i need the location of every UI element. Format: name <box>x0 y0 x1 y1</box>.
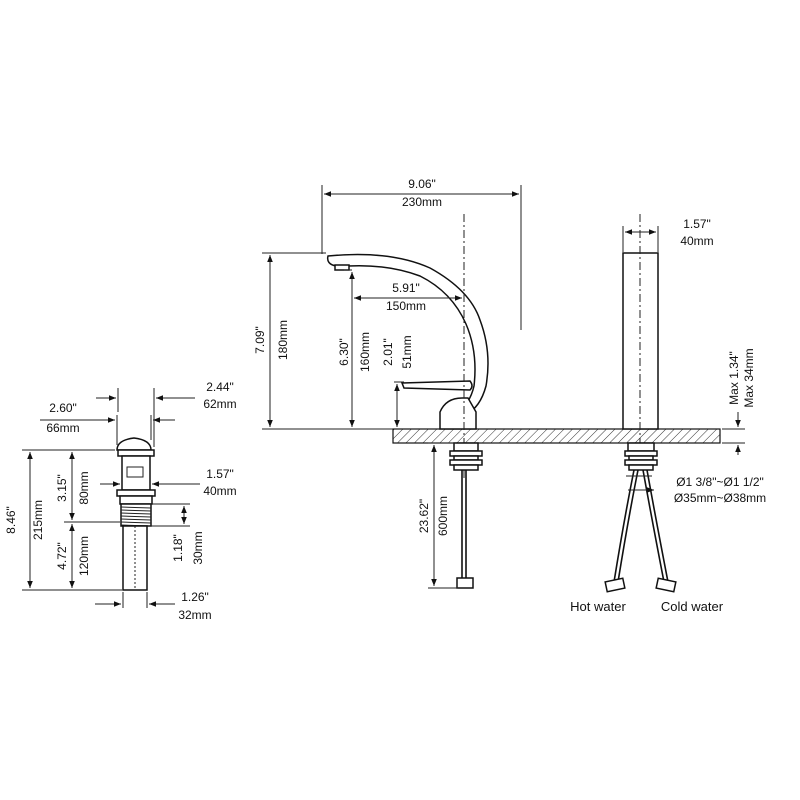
spout-offset-in: 5.91" <box>392 281 420 295</box>
faucet-drawing: 9.06" 230mm 7.09" 180mm 6.30" 160mm 5.91… <box>253 177 721 589</box>
faucet-base <box>439 397 477 430</box>
drain-cap <box>116 437 152 451</box>
hole-dia-in: Ø1 3/8"~Ø1 1/2" <box>676 475 764 489</box>
deck-max-in: Max 1.34" <box>727 351 741 405</box>
hot-hose <box>613 469 635 583</box>
side-view-drawing: 1.57" 40mm Max 1.34" Max 34mm Ø1 3/8"~Ø1… <box>570 214 766 614</box>
faucet-height-mm: 180mm <box>276 320 290 360</box>
drain-drawing: 8.46" 215mm 3.15" 80mm 4.72" 120mm 2.60"… <box>4 380 237 622</box>
cold-hose-nut <box>655 577 677 593</box>
drain-lower-in: 4.72" <box>55 542 69 570</box>
drain-height-mm: 215mm <box>31 500 45 540</box>
faucet-handle <box>400 380 473 391</box>
spout-height-mm: 160mm <box>358 332 372 372</box>
cold-water-label: Cold water <box>661 599 724 614</box>
side-dia-mm: 40mm <box>680 234 713 248</box>
drain-thread-line <box>120 515 152 518</box>
drain-lower-mm: 120mm <box>77 536 91 576</box>
cold-hose <box>642 469 665 583</box>
drain-thread-mm: 30mm <box>191 531 205 564</box>
spout-offset-mm: 150mm <box>386 299 426 313</box>
handle-height-mm: 51mm <box>400 335 414 368</box>
drain-height-in: 8.46" <box>4 506 18 534</box>
drain-tail-in: 1.26" <box>181 590 209 604</box>
mount-nut <box>628 464 654 471</box>
faucet-reach-in: 9.06" <box>408 177 436 191</box>
mount-nut <box>453 464 479 471</box>
hole-dia-mm: Ø35mm~Ø38mm <box>674 491 766 505</box>
drain-thread-line <box>120 506 152 509</box>
faucet-height-in: 7.09" <box>253 326 267 354</box>
drain-tail-mm: 32mm <box>178 608 211 622</box>
handle-height-in: 2.01" <box>381 338 395 366</box>
drain-cap-mm: 66mm <box>46 421 79 435</box>
drain-thread-line <box>120 521 152 524</box>
faucet-reach-mm: 230mm <box>402 195 442 209</box>
hose-length-in: 23.62" <box>417 499 431 533</box>
deck-max-mm: Max 34mm <box>742 348 756 407</box>
drain-body-mm: 40mm <box>203 484 236 498</box>
side-dia-in: 1.57" <box>683 217 711 231</box>
hose-length-mm: 600mm <box>436 496 450 536</box>
drain-thread-line <box>120 518 152 521</box>
drain-flange <box>117 449 155 457</box>
spout-height-in: 6.30" <box>337 338 351 366</box>
hose-nut <box>456 577 474 589</box>
hot-water-label: Hot water <box>570 599 626 614</box>
drain-thread-in: 1.18" <box>171 534 185 562</box>
hot-hose-nut <box>604 577 626 593</box>
drain-body-in: 1.57" <box>206 467 234 481</box>
drain-thread-line <box>120 512 152 515</box>
deck-surface <box>392 428 721 444</box>
drain-flange-mm: 62mm <box>203 397 236 411</box>
drain-upper-mm: 80mm <box>77 471 91 504</box>
drain-upper-in: 3.15" <box>55 474 69 502</box>
drain-flange-in: 2.44" <box>206 380 234 394</box>
drain-cap-in: 2.60" <box>49 401 77 415</box>
drain-body <box>121 455 151 491</box>
drain-thread-line <box>120 509 152 512</box>
